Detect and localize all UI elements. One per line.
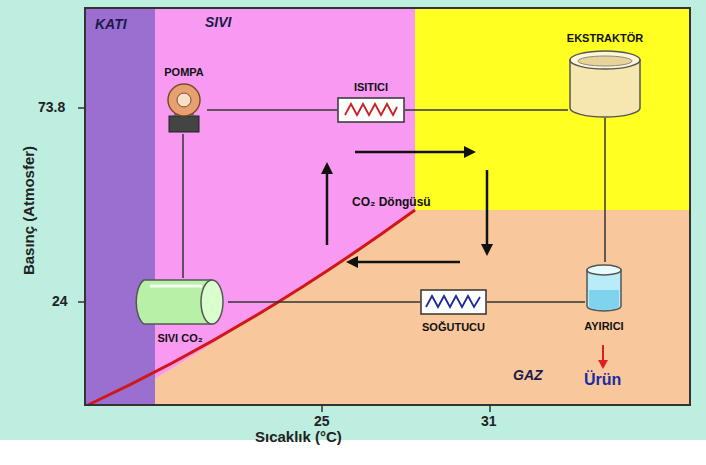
component-label: EKSTRAKTÖR — [567, 32, 643, 44]
liquid-co2-tank-icon — [132, 278, 228, 326]
plot-frame — [85, 8, 690, 405]
cooler: SOĞUTUCU — [420, 289, 487, 315]
phase-curve — [88, 210, 415, 405]
region-label: SIVI — [205, 14, 231, 30]
tick — [78, 301, 85, 303]
cycle-arrows — [321, 146, 493, 268]
component-label: AYIRICI — [584, 320, 623, 332]
tick — [321, 405, 323, 412]
axis-tick: 25 — [314, 413, 330, 429]
region-label: KATI — [95, 16, 127, 32]
pipe-line — [405, 109, 568, 111]
pipe-line — [228, 301, 420, 303]
pipe-line — [182, 134, 184, 278]
supercritical-region — [415, 8, 690, 210]
axis-title: Sıcaklık (°C) — [255, 428, 342, 445]
extractor: EKSTRAKTÖR — [568, 48, 642, 118]
solid-region — [85, 8, 155, 405]
pipe-line — [487, 301, 585, 303]
extractor-icon — [568, 48, 642, 118]
component-label: POMPA — [164, 66, 204, 78]
product-label: Ürün — [584, 371, 621, 389]
gas-region — [85, 8, 690, 405]
axis-title: Basınç (Atmosfer) — [20, 145, 37, 274]
product-arrow — [598, 345, 608, 369]
component-label: SIVI CO₂ — [157, 332, 202, 344]
liquid-co2-tank: SIVI CO₂ — [132, 278, 228, 326]
axis-tick: 73.8 — [38, 99, 65, 115]
pipe-line — [604, 118, 606, 262]
separator: AYIRICI — [585, 262, 623, 314]
component-label: SOĞUTUCU — [422, 321, 485, 333]
pump-icon — [161, 82, 207, 134]
bottom-strip — [0, 440, 706, 465]
region-label: GAZ — [513, 367, 543, 383]
component-label: ISITICI — [354, 81, 388, 93]
cooler-icon — [420, 289, 487, 315]
heater-icon — [337, 97, 405, 123]
axis-tick: 31 — [481, 413, 497, 429]
tick — [78, 107, 85, 109]
cycle-label: CO₂ Döngüsü — [352, 195, 431, 209]
pump: POMPA — [161, 82, 207, 134]
heater: ISITICI — [337, 97, 405, 123]
pipe-line — [207, 109, 337, 111]
axis-tick: 24 — [52, 293, 68, 309]
tick — [489, 405, 491, 412]
separator-icon — [585, 262, 623, 314]
